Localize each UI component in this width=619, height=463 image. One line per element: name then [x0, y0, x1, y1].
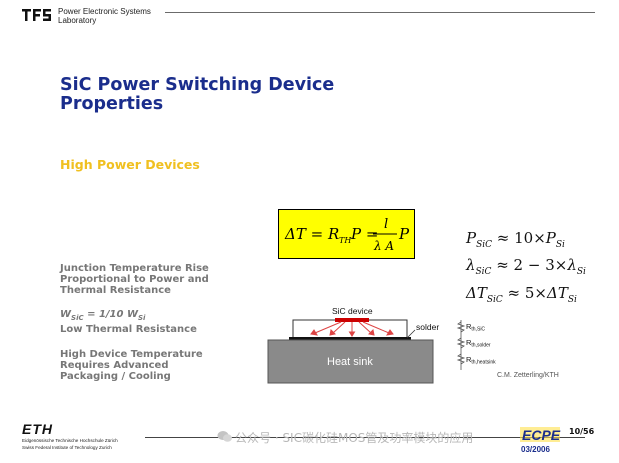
bullet-thermal-resistance: WSiC = 1/10 WSi Low Thermal Resistance: [60, 309, 260, 335]
eth-logo: ETH: [22, 421, 53, 437]
rth-heatsink-label: Rth,heatsink: [466, 355, 496, 366]
formula-rth-sub: TH: [339, 236, 352, 245]
formula-denominator: λ A: [373, 239, 394, 253]
equation-conductivity: λSiC ≈ 2 − 3×λSi: [466, 256, 586, 277]
bullet-line: High Device Temperature: [60, 349, 203, 360]
formula-tail: P: [398, 225, 410, 243]
wechat-icon: [217, 431, 232, 442]
eth-name-english: Swiss Federal Institute of Technology Zu…: [22, 445, 112, 450]
image-credit: C.M. Zetterling/KTH: [497, 372, 559, 379]
thermal-formula: ΔT = R TH P = l λ A P: [284, 217, 410, 253]
formula-mid: P =: [350, 225, 378, 243]
slide-subtitle: High Power Devices: [60, 157, 200, 172]
svg-text:ECPE: ECPE: [522, 427, 561, 443]
thermal-formula-box: ΔT = R TH P = l λ A P: [278, 209, 415, 259]
header-divider: [165, 12, 595, 13]
eth-name-german: Eidgenössische Technische Hochschule Zür…: [22, 438, 118, 443]
slide-title-line2: Properties: [60, 94, 164, 114]
wechat-watermark: 公众号 · SIC碳化硅MOS管及功率模块的应用: [217, 429, 473, 446]
lab-name-line1: Power Electronic Systems: [58, 7, 151, 16]
slide-title: SiC Power Switching Device Properties: [60, 76, 420, 114]
equation-power: PSiC ≈ 10×PSi: [466, 229, 565, 250]
bullet-line: Packaging / Cooling: [60, 371, 171, 382]
bullet-line: Requires Advanced: [60, 360, 169, 371]
bullet-line: Junction Temperature Rise: [60, 263, 209, 274]
heat-sink-label: Heat sink: [327, 356, 373, 368]
device-label: SiC device: [332, 306, 373, 316]
lab-name: Power Electronic Systems Laboratory: [58, 7, 151, 25]
pes-logo-icon: [22, 9, 51, 21]
rth-solder-label: Rth,solder: [466, 338, 491, 349]
bullet-line: Thermal Resistance: [60, 285, 171, 296]
solder-label: solder: [416, 322, 439, 332]
formula-numerator: l: [384, 217, 388, 232]
solder-layer: [289, 337, 411, 340]
equation-temperature: ΔTSiC ≈ 5×ΔTSi: [466, 284, 577, 305]
bullet-formula: WSiC = 1/10 WSi: [60, 309, 146, 322]
footer-divider: [145, 437, 585, 438]
heat-flow-arrows: [310, 321, 394, 337]
slide-title-line1: SiC Power Switching Device: [60, 75, 335, 95]
thermal-resistor-ladder: [456, 320, 466, 370]
sic-die: [335, 318, 369, 322]
bullet-line: Proportional to Power and: [60, 274, 209, 285]
ecpe-date: 03/2006: [521, 445, 550, 454]
rth-sic-label: Rth,SiC: [466, 322, 485, 333]
lab-name-line2: Laboratory: [58, 16, 97, 25]
watermark-text: 公众号 · SIC碳化硅MOS管及功率模块的应用: [235, 431, 474, 445]
heat-sink: [267, 339, 434, 384]
ecpe-logo: ECPE: [520, 427, 561, 443]
bullet-junction-temperature: Junction Temperature Rise Proportional t…: [60, 263, 260, 296]
bullet-packaging: High Device Temperature Requires Advance…: [60, 349, 260, 382]
page-number: 10/56: [569, 427, 595, 436]
formula-lhs: ΔT = R: [284, 225, 339, 243]
bullet-line: Low Thermal Resistance: [60, 324, 197, 335]
package-outline: [292, 319, 408, 339]
heat-sink-diagram: SiC device solder Heat sink Rth,SiC Rth,…: [267, 306, 496, 384]
